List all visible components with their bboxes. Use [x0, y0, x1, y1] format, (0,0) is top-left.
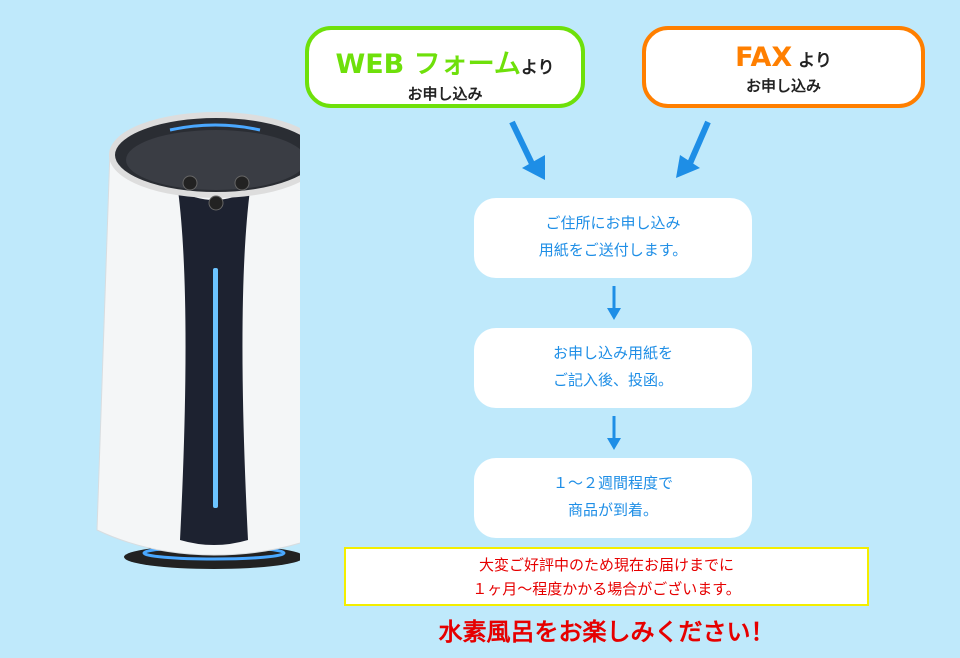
- notice-line2: １ヶ月〜程度かかる場合がございます。: [472, 580, 741, 598]
- hydrogen-bath-device-image: [96, 112, 300, 569]
- notice-line1: 大変ご好評中のため現在お届けまでに: [478, 556, 734, 574]
- arrow-down-left-icon: [685, 120, 711, 170]
- slogan: 水素風呂をお楽しみください！: [438, 618, 775, 646]
- step-1: ご住所にお申し込み用紙をご送付します。: [474, 198, 752, 278]
- step-2-line2: ご記入後、投函。: [552, 371, 673, 389]
- arrow-down-right-icon: [509, 120, 538, 172]
- fax-label: FAX: [735, 42, 793, 73]
- delivery-notice: 大変ご好評中のため現在お届けまでに １ヶ月〜程度かかる場合がございます。: [344, 547, 869, 606]
- step-1-line1: ご住所にお申し込み: [545, 214, 681, 232]
- step-1-line2: 用紙をご送付します。: [538, 241, 688, 259]
- step-3: １～２週間程度で商品が到着。: [474, 458, 752, 538]
- fax-suffix: より: [792, 51, 832, 71]
- step-2: お申し込み用紙をご記入後、投函。: [474, 328, 752, 408]
- fax-apply-box[interactable]: FAX より お申し込み: [642, 26, 925, 108]
- step-2-line1: お申し込み用紙を: [552, 344, 673, 362]
- web-form-apply-box[interactable]: WEB フォームより お申し込み: [305, 26, 585, 108]
- step-3-line1: １～２週間程度で: [552, 474, 673, 492]
- fax-apply-text: お申し込み: [745, 77, 821, 95]
- step-3-line2: 商品が到着。: [567, 501, 658, 519]
- web-suffix: より: [520, 58, 555, 78]
- web-apply-text: お申し込み: [407, 85, 483, 103]
- web-form-label: WEB フォーム: [335, 49, 521, 80]
